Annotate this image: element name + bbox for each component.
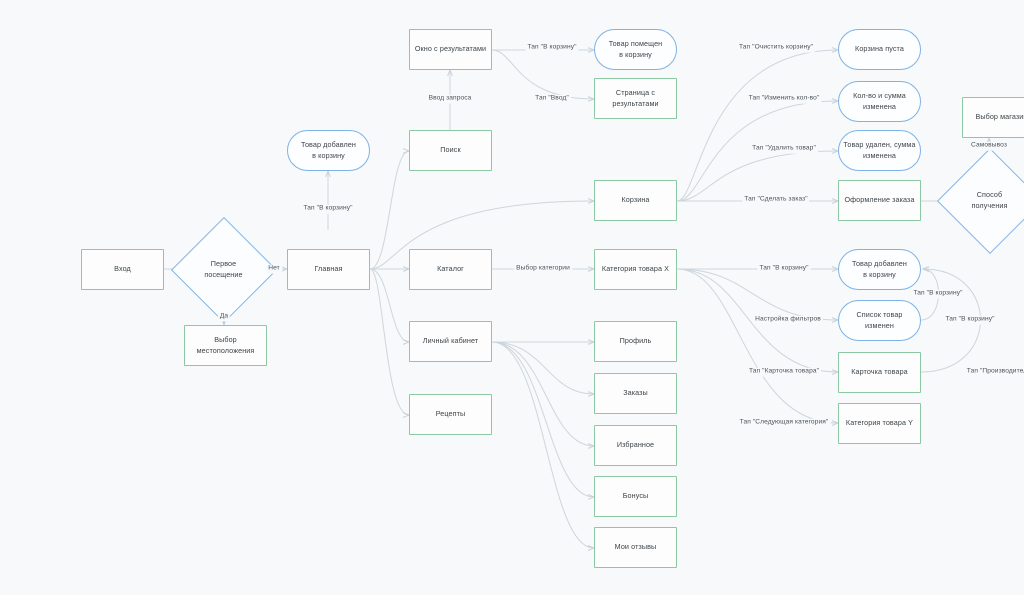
edge-label-l_izm_kolvo: Тап "Изменить кол-во": [746, 94, 822, 104]
node-label: Поиск: [440, 145, 461, 155]
node-label: Главная: [314, 264, 343, 274]
node-stranica_rez[interactable]: Страница с результатами: [594, 78, 677, 119]
edge-label-l_ochistit: Тап "Очистить корзину": [736, 43, 816, 53]
node-label: Личный кабинет: [422, 336, 479, 346]
node-label: Окно с результатами: [414, 44, 487, 54]
node-label: Корзина: [621, 195, 650, 205]
edge-label-l_vybor_kat: Выбор категории: [514, 264, 572, 274]
node-label: Оформление заказа: [844, 195, 915, 205]
node-profil[interactable]: Профиль: [594, 321, 677, 362]
node-label: Категория товара Y: [845, 418, 914, 428]
edge-label-l_da: Да: [217, 312, 231, 322]
node-glavnaya[interactable]: Главная: [287, 249, 370, 290]
node-label: Избранное: [616, 440, 655, 450]
edge-label-l_sled_kat: Тап "Следующая категория": [737, 418, 831, 428]
node-label: Карточка товара: [851, 367, 908, 377]
edge-label-l_vkorz_poisk: Тап "В корзину": [301, 204, 355, 214]
node-spisok_izmenen[interactable]: Список товар изменен: [838, 300, 921, 341]
edge-label-l_kartochka: Тап "Карточка товара": [746, 367, 822, 377]
node-label: Выбор местоположения: [196, 335, 255, 355]
node-label: Список товар изменен: [856, 310, 903, 330]
node-izbrannoe[interactable]: Избранное: [594, 425, 677, 466]
edge-label-l_vvod: Ввод запроса: [426, 94, 474, 104]
edge-label-l_sdelat_zak: Тап "Сделать заказ": [742, 195, 810, 205]
node-label: Каталог: [437, 264, 464, 274]
edge-label-l_net: Нет: [266, 264, 282, 274]
edge-label-l_udal_tovar: Тап "Удалить товар": [750, 144, 818, 154]
node-korzina_pusta[interactable]: Корзина пуста: [838, 29, 921, 70]
node-moi_otzyvy[interactable]: Мои отзывы: [594, 527, 677, 568]
edge-label-l_vkorz_sp: Тап "В корзину": [911, 289, 965, 299]
node-label: Профиль: [619, 336, 652, 346]
edge-label-l_proizvod: Тап "Производителя": [964, 367, 1024, 377]
node-kategoriya_y[interactable]: Категория товара Y: [838, 403, 921, 444]
node-label: Вход: [114, 264, 131, 274]
node-label: Выбор магазина: [975, 112, 1024, 122]
node-katalog[interactable]: Каталог: [409, 249, 492, 290]
edge-label-l_samovyvoz: Самовывоз: [969, 141, 1009, 151]
node-okno_rez[interactable]: Окно с результатами: [409, 29, 492, 70]
node-bonusy[interactable]: Бонусы: [594, 476, 677, 517]
node-kartochka[interactable]: Карточка товара: [838, 352, 921, 393]
edge-label-l_vkorz_kat: Тап "В корзину": [757, 264, 811, 274]
edge-label-l_tap_vvod: Тап "Ввод": [533, 94, 571, 104]
node-vhod[interactable]: Вход: [81, 249, 164, 290]
edge-label-l_vkorz_okno: Тап "В корзину": [525, 43, 579, 53]
node-label: Заказы: [623, 388, 648, 398]
node-label: Рецепты: [435, 409, 466, 419]
node-lk[interactable]: Личный кабинет: [409, 321, 492, 362]
node-label: Мои отзывы: [614, 542, 657, 552]
node-label: Бонусы: [622, 491, 649, 501]
node-vybor_magazina[interactable]: Выбор магазина: [962, 97, 1024, 138]
node-vybor_mesta[interactable]: Выбор местоположения: [184, 325, 267, 366]
node-zakazy[interactable]: Заказы: [594, 373, 677, 414]
node-recepty[interactable]: Рецепты: [409, 394, 492, 435]
node-label: Категория товара X: [601, 264, 670, 274]
edge-label-l_vkorz_kart: Тап "В корзину": [943, 315, 997, 325]
node-label: Страница с результатами: [612, 88, 659, 108]
node-korzina[interactable]: Корзина: [594, 180, 677, 221]
node-kategoriya_x[interactable]: Категория товара X: [594, 249, 677, 290]
node-poisk[interactable]: Поиск: [409, 130, 492, 171]
edge-label-l_filtry: Настройка фильтров: [753, 315, 823, 325]
node-label: Корзина пуста: [855, 44, 904, 54]
node-oform_zakaza[interactable]: Оформление заказа: [838, 180, 921, 221]
